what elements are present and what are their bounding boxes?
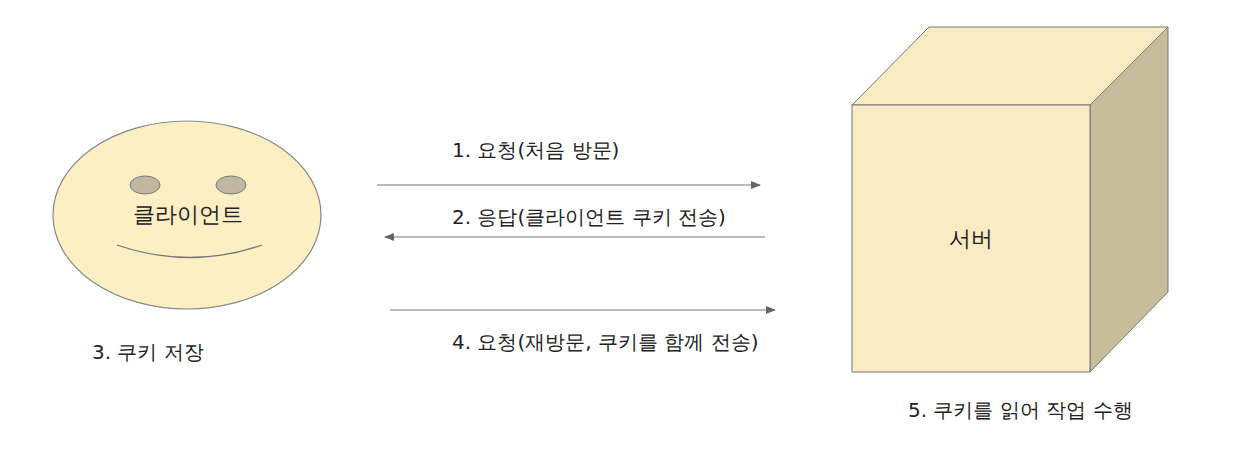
- arrow-connector: [385, 236, 765, 237]
- node-label: 클라이언트: [52, 120, 324, 310]
- arrow-connector: [377, 184, 760, 185]
- edge-label: 1. 요청(처음 방문): [452, 138, 619, 162]
- cube-outline: [852, 27, 1168, 372]
- arrow-connector: [390, 309, 775, 310]
- edge-label: 2. 응답(클라이언트 쿠키 전송): [452, 205, 726, 229]
- step-note: 5. 쿠키를 읽어 작업 수행: [908, 398, 1133, 422]
- step-note: 3. 쿠키 저장: [92, 340, 204, 364]
- server-cube: 서버: [852, 27, 1168, 372]
- edge-label: 4. 요청(재방문, 쿠키를 함께 전송): [452, 330, 758, 354]
- client-face: 클라이언트: [52, 120, 324, 310]
- node-label: 서버: [852, 105, 1090, 372]
